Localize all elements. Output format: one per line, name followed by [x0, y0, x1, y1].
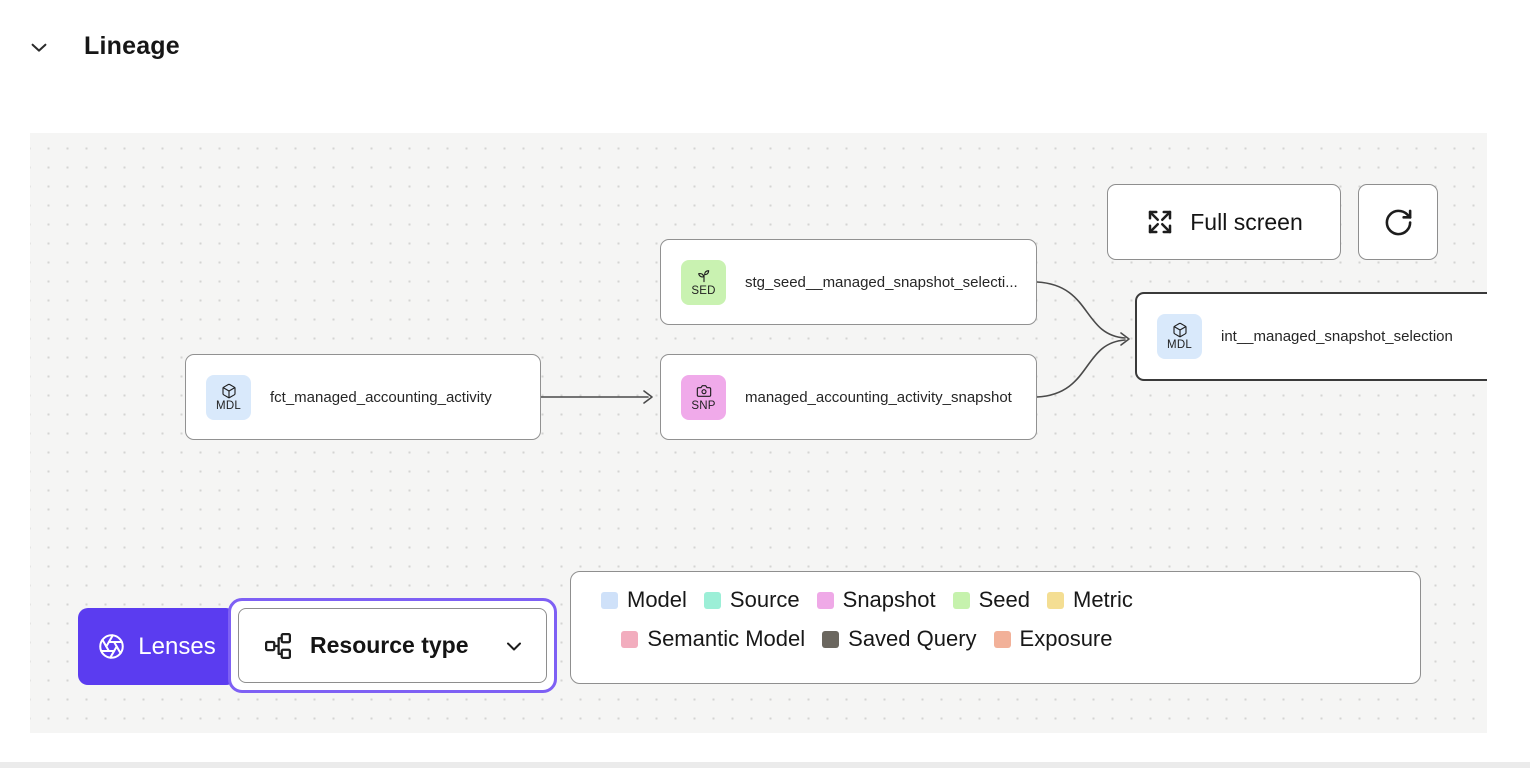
cube-icon [221, 383, 236, 398]
model-color-swatch [601, 591, 618, 609]
legend-label: Source [729, 587, 800, 612]
edge-seed-to-int [1036, 281, 1126, 339]
legend-row-2: Semantic Model Saved Query Exposure [621, 626, 1113, 652]
node-label: fct_managed_accounting_activity [270, 388, 492, 406]
semantic-model-color-swatch [621, 630, 639, 648]
sprout-icon [697, 269, 709, 282]
legend-item-snapshot: Snapshot [816, 587, 936, 613]
resource-type-focus-ring: Resource type [228, 598, 557, 693]
legend-item-seed: Seed [952, 587, 1030, 613]
edge-snapshot-to-int [1036, 339, 1126, 398]
node-label: int__managed_snapshot_selection [1221, 328, 1453, 345]
legend-label: Model [627, 587, 687, 612]
chevron-down-icon[interactable] [28, 36, 50, 58]
node-fct-managed-accounting-activity[interactable]: MDL fct_managed_accounting_activity [185, 354, 541, 440]
fullscreen-expand-icon [1149, 210, 1172, 234]
lenses-button-label: Lenses [138, 632, 216, 660]
snapshot-badge: SNP [681, 374, 726, 420]
edge-arrowhead [643, 390, 653, 404]
node-label: managed_accounting_activity_snapshot [745, 388, 1012, 406]
legend-item-semantic-model: Semantic Model [621, 626, 805, 652]
badge-code: SED [691, 284, 716, 297]
legend-item-metric: Metric [1047, 587, 1133, 613]
edge-arrowhead [1120, 332, 1130, 346]
legend-label: Metric [1073, 587, 1133, 612]
model-badge: MDL [1157, 314, 1202, 359]
lineage-section-header: Lineage [28, 32, 180, 61]
aperture-icon [99, 634, 125, 659]
legend-label: Snapshot [842, 587, 936, 612]
lineage-canvas[interactable]: SED stg_seed__managed_snapshot_selecti..… [30, 133, 1487, 733]
legend-item-source: Source [703, 587, 800, 613]
camera-icon [696, 384, 711, 397]
chevron-down-icon [507, 642, 521, 650]
legend-row-1: Model Source Snapshot Seed Metric [601, 587, 1133, 613]
exposure-color-swatch [993, 630, 1011, 648]
page-title: Lineage [84, 32, 180, 60]
refresh-button[interactable] [1358, 184, 1438, 260]
badge-code: SNP [691, 399, 716, 412]
legend-item-saved-query: Saved Query [822, 626, 977, 652]
legend: Model Source Snapshot Seed Metric Semant… [570, 571, 1421, 684]
fullscreen-button[interactable]: Full screen [1107, 184, 1341, 260]
node-managed-accounting-activity-snapshot[interactable]: SNP managed_accounting_activity_snapshot [660, 354, 1037, 440]
bottom-divider [0, 762, 1530, 768]
legend-label: Exposure [1019, 626, 1113, 651]
hierarchy-icon [265, 632, 291, 659]
legend-label: Seed [978, 587, 1030, 612]
seed-badge: SED [681, 259, 726, 305]
badge-code: MDL [216, 399, 241, 412]
lenses-button[interactable]: Lenses [78, 608, 236, 685]
refresh-icon [1385, 209, 1411, 235]
saved-query-color-swatch [822, 630, 840, 648]
seed-color-swatch [952, 591, 970, 609]
node-int-managed-snapshot-selection[interactable]: MDL int__managed_snapshot_selection [1135, 292, 1487, 381]
legend-item-exposure: Exposure [993, 626, 1113, 652]
source-color-swatch [703, 591, 721, 609]
fullscreen-button-label: Full screen [1190, 208, 1303, 235]
legend-label: Semantic Model [647, 626, 806, 651]
legend-label: Saved Query [848, 626, 977, 651]
node-label: stg_seed__managed_snapshot_selecti... [745, 273, 1018, 291]
metric-color-swatch [1047, 591, 1064, 609]
model-badge: MDL [206, 374, 251, 420]
legend-item-model: Model [601, 587, 687, 613]
node-stg-seed-managed-snapshot-selection[interactable]: SED stg_seed__managed_snapshot_selecti..… [660, 239, 1037, 325]
badge-code: MDL [1167, 339, 1192, 351]
cube-icon [1172, 322, 1187, 338]
snapshot-color-swatch [816, 591, 834, 609]
resource-type-dropdown[interactable]: Resource type [238, 608, 547, 683]
resource-type-label: Resource type [310, 632, 469, 658]
